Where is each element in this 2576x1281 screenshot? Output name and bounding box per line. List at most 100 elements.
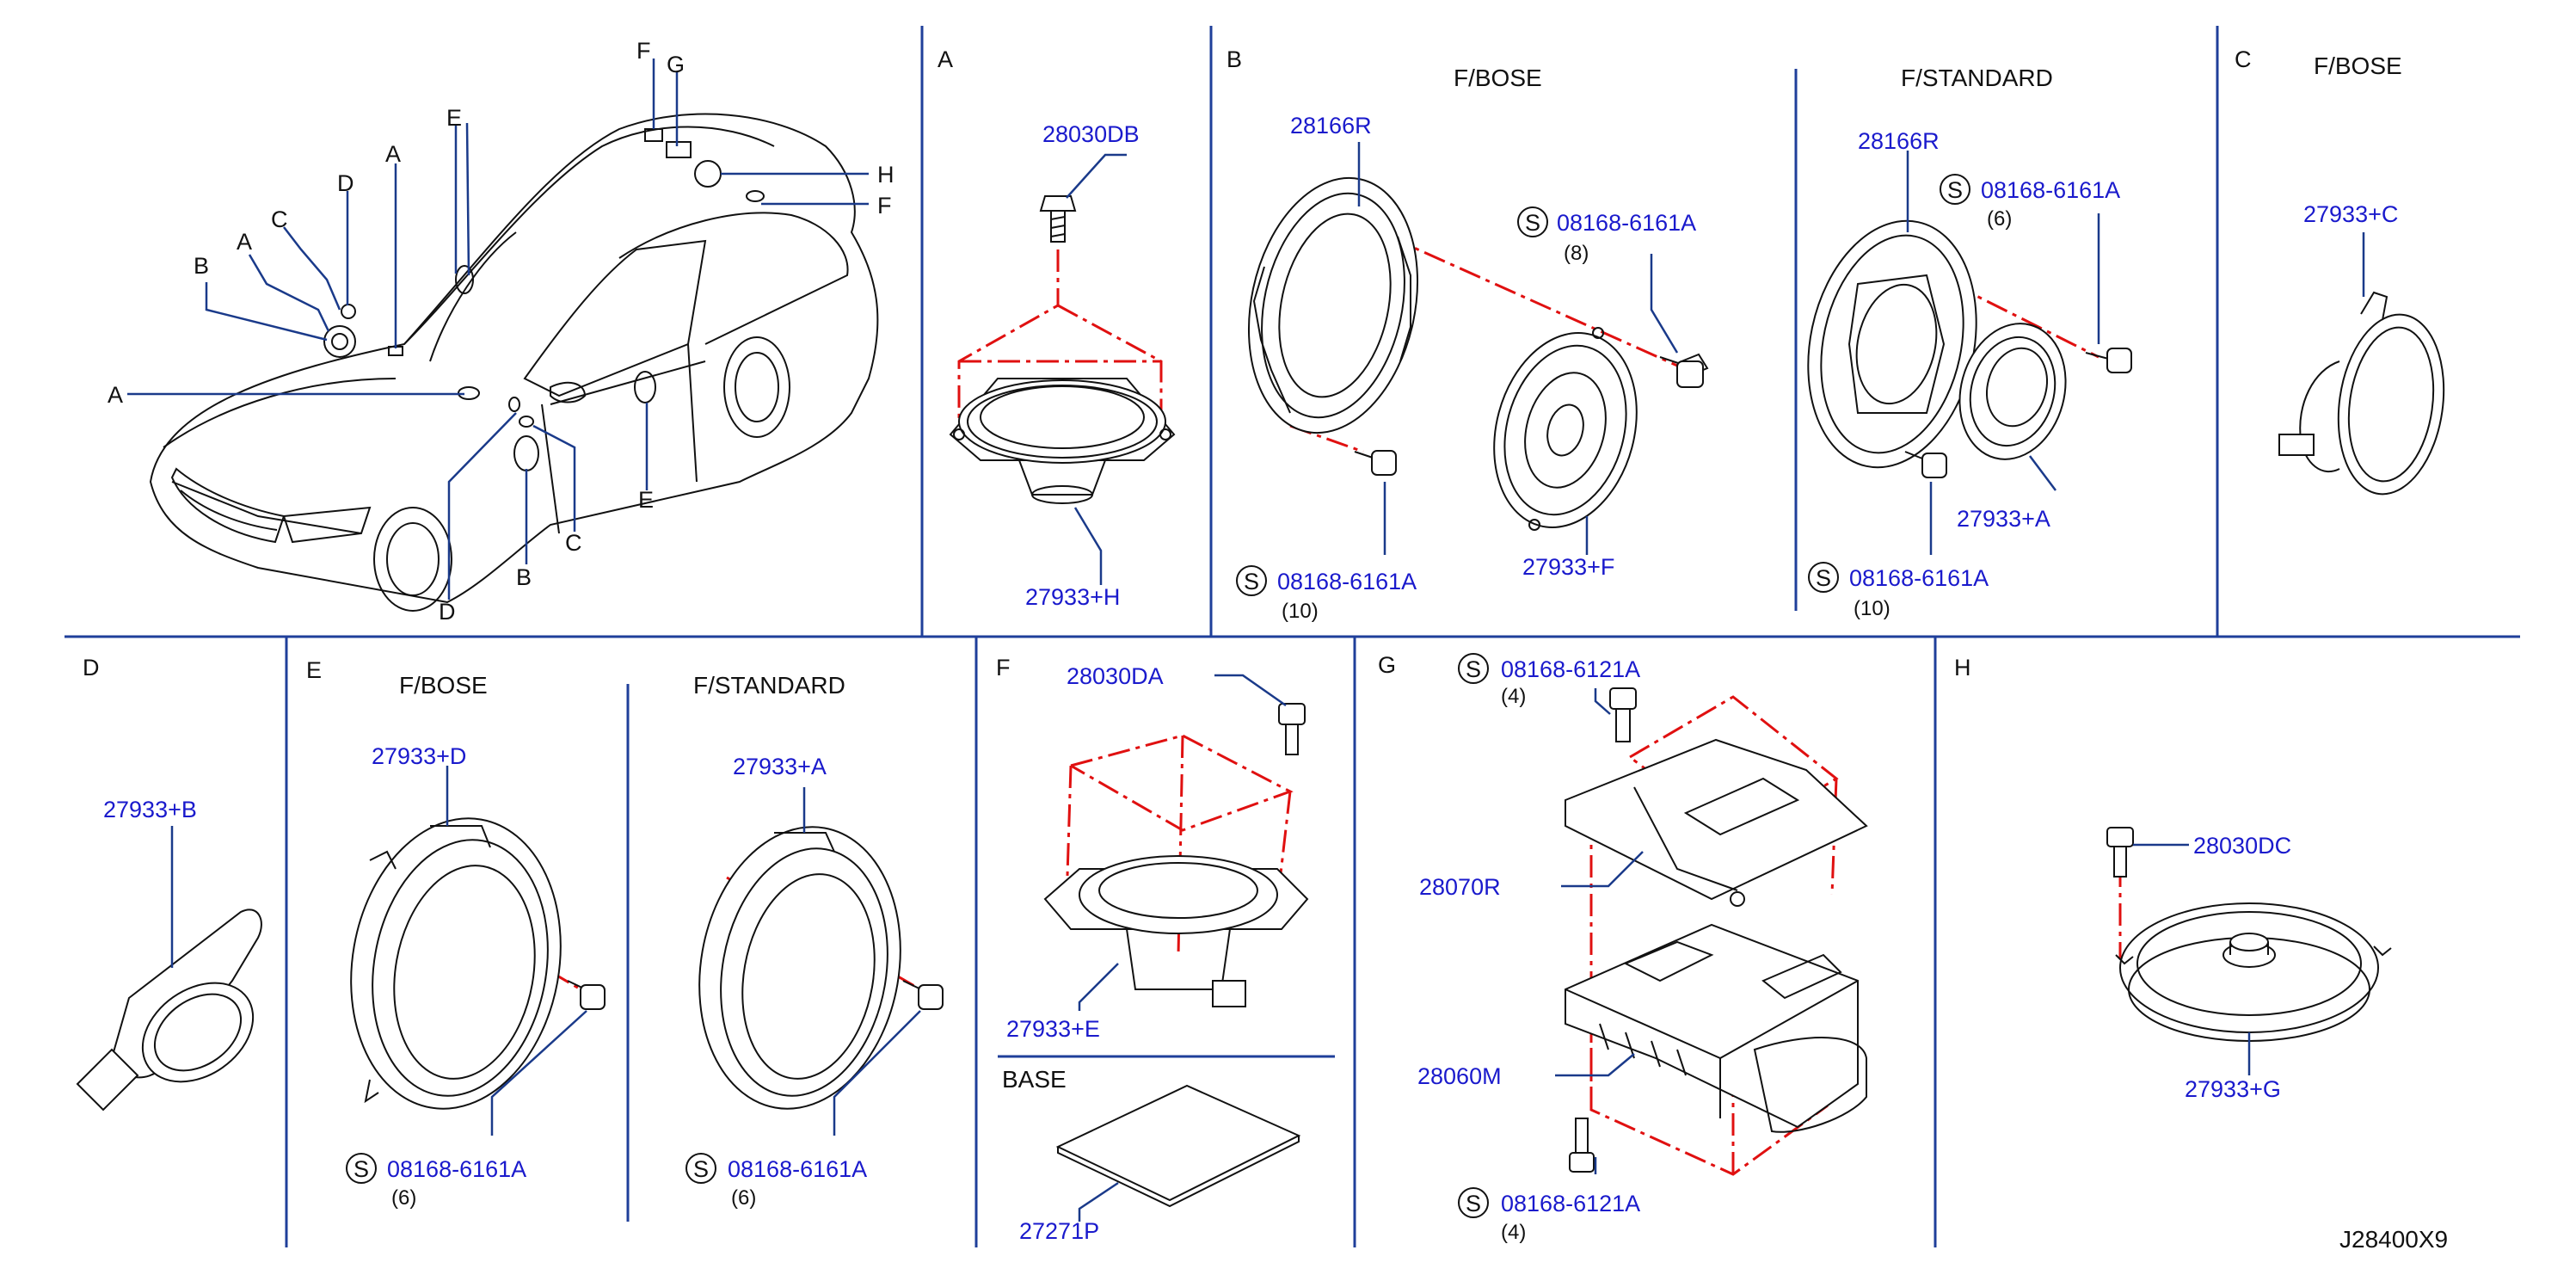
- section-b-bose: 28166R S 08168-6161A (8) S 08168-6161A (…: [1236, 113, 1709, 623]
- callout-h: H: [877, 162, 895, 188]
- callout-f-top: F: [636, 38, 651, 64]
- speaker-27933g: [2115, 902, 2392, 1042]
- bracket-28166r-std: [1807, 219, 1977, 469]
- part-28060m: 28060M: [1417, 1063, 1502, 1089]
- part-28030da: 28030DA: [1067, 663, 1164, 689]
- s-mark-e-std: S: [685, 1153, 716, 1184]
- screw-b-std-bottom: [1904, 451, 1947, 478]
- callout-d-bottom: D: [439, 599, 456, 625]
- screw-b-bose-top: [1659, 353, 1709, 388]
- section-letter-h: H: [1954, 655, 1971, 681]
- qty-b-bose-bottom: (10): [1282, 600, 1319, 623]
- bolt-28030dc: [2106, 827, 2134, 878]
- part-08168-6121a-g-bottom: 08168-6121A: [1501, 1191, 1640, 1216]
- section-letter-d: D: [83, 655, 100, 681]
- screw-e-std: [902, 980, 944, 1010]
- subhead-e-standard: F/STANDARD: [693, 672, 845, 699]
- qty-g-top: (4): [1501, 685, 1526, 708]
- part-08168-6161a-b-std-top: 08168-6161A: [1981, 177, 2120, 203]
- svg-text:S: S: [693, 1156, 709, 1182]
- s-mark-b-bose-top: S: [1517, 206, 1548, 237]
- s-mark-b-std-top: S: [1940, 174, 1970, 205]
- screw-b-std-top: [2085, 348, 2132, 373]
- qty-b-bose-top: (8): [1564, 242, 1589, 265]
- drawing-id: J28400X9: [2339, 1226, 2448, 1253]
- base-pad-27271p: [1055, 1084, 1301, 1208]
- section-g: S 08168-6121A (4) 28070R 28060M S 08168-…: [1417, 653, 1868, 1244]
- s-mark-g-top: S: [1458, 653, 1489, 684]
- section-letter-a: A: [938, 46, 953, 72]
- s-mark-b-std-bottom: S: [1808, 562, 1839, 593]
- qty-e-bose: (6): [391, 1186, 416, 1210]
- qty-g-bottom: (4): [1501, 1221, 1526, 1244]
- subhead-f-base: BASE: [1002, 1066, 1067, 1093]
- callout-a-left: A: [108, 382, 123, 408]
- part-27933h: 27933+H: [1025, 584, 1120, 610]
- section-letter-g: G: [1378, 652, 1396, 678]
- callout-d-top: D: [337, 170, 354, 196]
- part-27933c: 27933+C: [2303, 201, 2398, 227]
- s-mark-g-bottom: S: [1458, 1187, 1489, 1218]
- part-28166r-std: 28166R: [1858, 128, 1940, 154]
- section-letter-f: F: [996, 655, 1011, 681]
- part-28030dc: 28030DC: [2193, 833, 2291, 859]
- qty-b-std-top: (6): [1987, 207, 2012, 231]
- screw-e-bose: [567, 980, 606, 1010]
- screw-g-top: [1609, 687, 1637, 742]
- callout-c-bottom: C: [565, 530, 582, 556]
- qty-e-std: (6): [731, 1186, 756, 1210]
- section-letter-c: C: [2235, 46, 2252, 72]
- svg-text:S: S: [1816, 565, 1831, 591]
- part-08168-6161a-b-std-bottom: 08168-6161A: [1849, 565, 1989, 591]
- qty-b-std-bottom: (10): [1854, 597, 1891, 620]
- part-27933b: 27933+B: [103, 797, 197, 822]
- section-f: 28030DA 27933+E 27271P: [1006, 663, 1309, 1244]
- part-08168-6161a-e-bose: 08168-6161A: [387, 1156, 526, 1182]
- part-27933a-b: 27933+A: [1957, 506, 2050, 532]
- svg-text:S: S: [354, 1156, 369, 1182]
- part-28070r: 28070R: [1419, 874, 1501, 900]
- part-08168-6161a-b-bose-top: 08168-6161A: [1557, 210, 1696, 236]
- svg-text:S: S: [1466, 656, 1481, 682]
- subhead-c-bose: F/BOSE: [2314, 52, 2402, 79]
- part-08168-6161a-b-bose-bottom: 08168-6161A: [1277, 569, 1417, 594]
- svg-text:S: S: [1525, 210, 1540, 236]
- bolt-28030da: [1278, 703, 1306, 755]
- bolt-28030db: [1039, 195, 1077, 243]
- part-08168-6161a-e-std: 08168-6161A: [728, 1156, 867, 1182]
- callout-b-bottom: B: [516, 564, 532, 590]
- part-28166r-bose: 28166R: [1290, 113, 1372, 139]
- svg-text:S: S: [1466, 1191, 1481, 1216]
- screw-g-bottom: [1569, 1118, 1595, 1173]
- callout-e-door: E: [638, 487, 654, 513]
- speaker-27933c: [2278, 291, 2445, 496]
- speaker-27933f: [1493, 327, 1638, 531]
- part-27933a-e: 27933+A: [733, 754, 827, 779]
- part-28030db: 28030DB: [1042, 121, 1140, 147]
- section-grid: [65, 26, 2520, 1247]
- screw-b-bose-bottom: [1354, 450, 1397, 476]
- subhead-b-bose: F/BOSE: [1454, 65, 1542, 91]
- callout-c-top: C: [271, 206, 288, 232]
- section-b-standard: 28166R S 08168-6161A (6) S 08168-6161A (…: [1807, 128, 2132, 620]
- section-d: 27933+B: [76, 797, 262, 1112]
- subhead-e-bose: F/BOSE: [399, 672, 488, 699]
- section-e-standard: 27933+A S 08168-6161A (6): [685, 754, 944, 1210]
- speaker-27933a-b: [1958, 323, 2067, 460]
- section-letter-b: B: [1227, 46, 1242, 72]
- section-e-bose: 27933+D S 08168-6161A (6): [346, 743, 606, 1210]
- part-27933f: 27933+F: [1522, 554, 1614, 580]
- speaker-27933e: [1043, 855, 1309, 1007]
- section-c: 27933+C: [2278, 201, 2445, 496]
- callout-a-dash: A: [385, 141, 401, 167]
- bracket-28166r-bose: [1247, 176, 1419, 434]
- s-mark-e-bose: S: [346, 1153, 377, 1184]
- subhead-b-standard: F/STANDARD: [1901, 65, 2053, 91]
- part-27933g: 27933+G: [2185, 1076, 2281, 1102]
- section-h: 28030DC 27933+G: [2106, 827, 2392, 1102]
- speaker-27933h: [949, 378, 1176, 504]
- part-27933e: 27933+E: [1006, 1016, 1100, 1042]
- svg-text:S: S: [1947, 177, 1963, 203]
- part-27933d: 27933+D: [372, 743, 466, 769]
